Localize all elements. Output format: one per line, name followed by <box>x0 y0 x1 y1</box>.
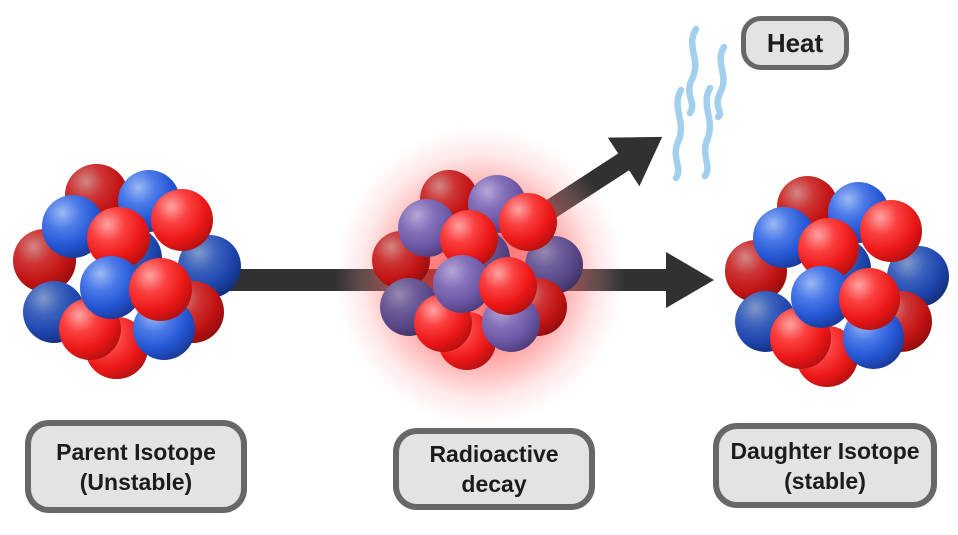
parent-isotope-label: Parent Isotope (Unstable) <box>25 420 247 513</box>
heat-badge-label: Heat <box>766 27 824 58</box>
heat-waves-icon <box>672 25 728 182</box>
caption-line: (Unstable) <box>79 468 193 495</box>
heat-wave <box>672 86 685 182</box>
heat-wave <box>701 84 714 180</box>
caption-line: Radioactive <box>429 441 559 467</box>
caption-line: Daughter Isotope <box>730 437 920 464</box>
caption-line: (stable) <box>784 467 866 494</box>
daughter-isotope-label: Daughter Isotope (stable) <box>713 423 937 508</box>
heat-wave <box>714 43 728 121</box>
heat-wave <box>686 25 700 117</box>
caption-line: decay <box>461 471 527 497</box>
heat-badge: Heat <box>741 16 849 70</box>
radiation-glow <box>315 106 645 446</box>
caption-line: Parent Isotope <box>56 438 216 465</box>
radioactive-decay-label: Radioactive decay <box>393 428 595 510</box>
